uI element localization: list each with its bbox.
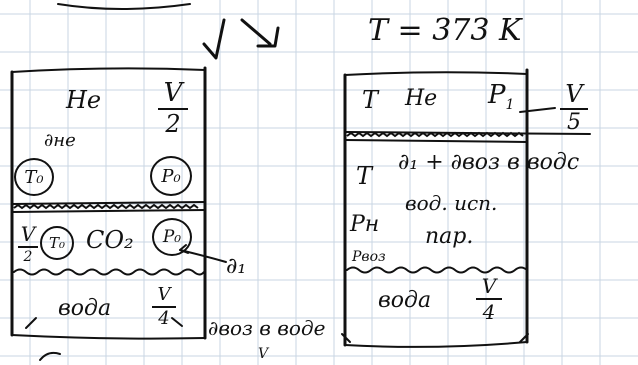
left-P0-circle-bottom: P₀ <box>152 218 192 256</box>
right-volume-fraction: V 5 <box>560 82 588 134</box>
left-mid-volume-fraction: V 2 <box>18 224 38 264</box>
left-nu1-label: ∂₁ <box>226 254 247 279</box>
right-gas-He: He <box>405 86 438 111</box>
left-T0-circle-bottom: T₀ <box>40 226 74 260</box>
right-mid-label: ∂₁ + ∂воз в водс <box>398 150 580 175</box>
left-T0-circle-top: T₀ <box>14 158 54 196</box>
right-Pvoz: Pвоз <box>352 249 386 265</box>
right-pressure-P: P1 <box>488 80 515 114</box>
right-mid-T: T <box>356 162 373 190</box>
right-mid-line2: вод. исп. <box>405 191 498 215</box>
transition-arrows <box>202 18 280 60</box>
right-vessel <box>341 68 591 348</box>
right-mid-line3: пар. <box>425 224 474 249</box>
left-water-fraction: V 4 <box>152 286 176 328</box>
right-water-label: вода <box>378 288 432 313</box>
left-water-label: вода <box>58 296 112 321</box>
temperature-label: T = 373 K <box>368 13 522 48</box>
left-top-volume-fraction: V 2 <box>158 80 188 136</box>
top-curve-fragment <box>57 3 191 10</box>
left-dissolved-note: ∂воз в воде <box>208 316 326 340</box>
left-CO2-label: CO₂ <box>86 226 134 254</box>
left-nu-He: ∂не <box>44 130 76 151</box>
right-Pn: Pн <box>350 212 380 237</box>
left-gas-He: He <box>66 86 102 114</box>
left-P0-circle-top: P₀ <box>150 156 192 196</box>
left-dissolved-note-sub: V <box>258 346 269 362</box>
right-water-fraction: V 4 <box>476 276 502 322</box>
right-top-T: T <box>362 86 379 114</box>
left-vessel <box>10 66 227 361</box>
